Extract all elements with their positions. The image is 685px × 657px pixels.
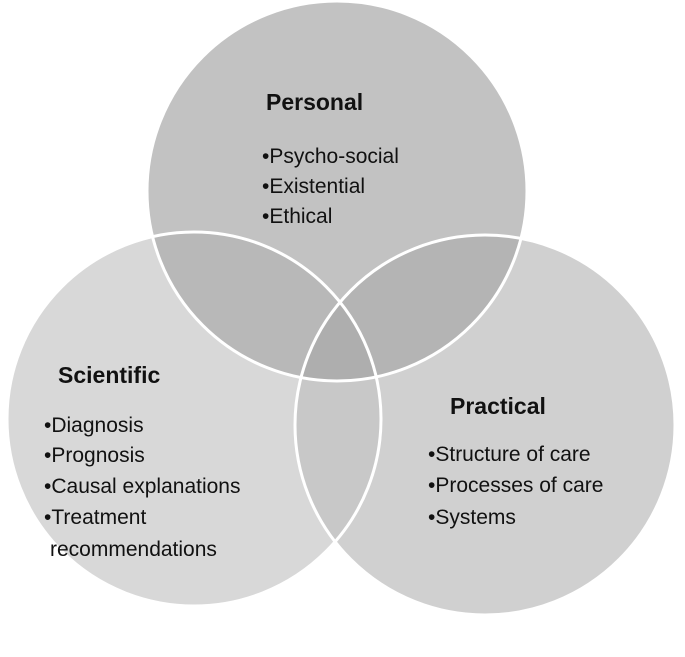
scientific-item: •Prognosis xyxy=(44,444,145,467)
practical-item: •Structure of care xyxy=(428,443,591,466)
scientific-outline xyxy=(5,230,383,608)
practical-item: •Systems xyxy=(428,506,516,529)
scientific-item: •Treatment xyxy=(44,506,146,529)
personal-title: Personal xyxy=(266,89,363,115)
overlap-personal-scientific xyxy=(147,232,381,381)
practical-item: •Processes of care xyxy=(428,474,603,497)
scientific-title: Scientific xyxy=(58,362,160,388)
personal-item: •Psycho-social xyxy=(262,145,399,168)
practical-title: Practical xyxy=(450,393,546,419)
practical-outline xyxy=(293,233,677,617)
scientific-item: recommendations xyxy=(50,538,217,561)
personal-item: •Existential xyxy=(262,175,365,198)
scientific-item: •Diagnosis xyxy=(44,414,144,437)
personal-outline xyxy=(145,0,529,383)
scientific-item: •Causal explanations xyxy=(44,475,240,498)
personal-item: •Ethical xyxy=(262,205,332,228)
overlap-personal-practical xyxy=(295,235,527,381)
circle-outlines xyxy=(5,0,677,617)
